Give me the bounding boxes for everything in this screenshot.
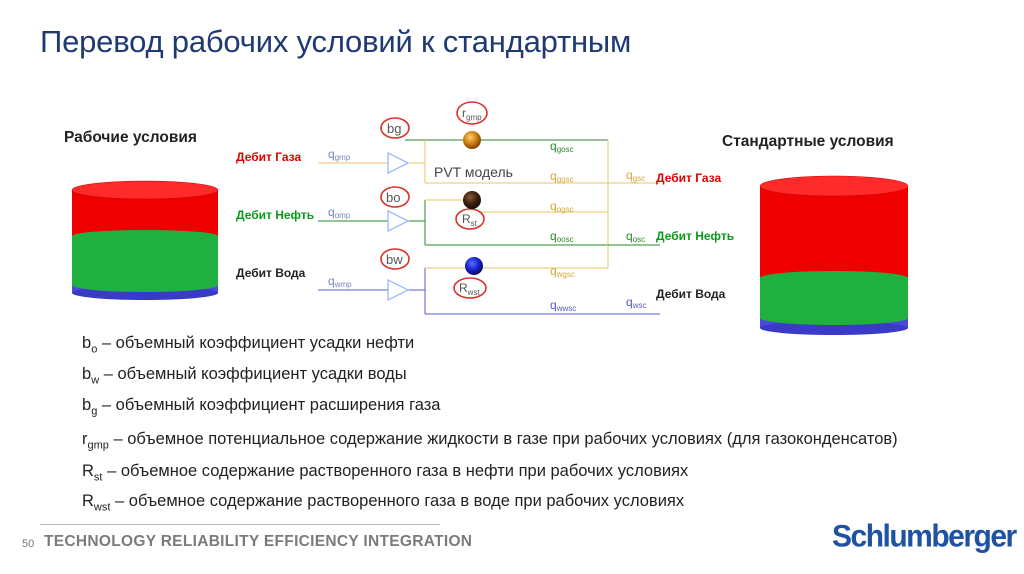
flow-label-qgsc: qgsc	[626, 168, 645, 183]
factor-rwst-label: Rwst	[459, 281, 480, 297]
legend-row-rwst: Rwst – объемное содержание растворенного…	[82, 492, 685, 514]
legend-row-bo: bo – объемный коэффициент усадки нефти	[82, 334, 415, 356]
flow-label-qgmp: qgmp	[328, 147, 351, 162]
flow-label-qomp: qomp	[328, 205, 351, 220]
flow-label-qosc: qosc	[626, 229, 645, 244]
gas-sphere	[463, 131, 481, 149]
flow-label-qwmp: qwmp	[328, 274, 352, 289]
pvt-triangles	[387, 152, 410, 301]
footer-tagline: TECHNOLOGY RELIABILITY EFFICIENCY INTEGR…	[44, 533, 473, 550]
left-rate-water: Дебит Вода	[236, 266, 306, 280]
right-rate-water: Дебит Вода	[656, 287, 726, 301]
right-rate-oil: Дебит Нефть	[656, 229, 734, 243]
footer-divider	[40, 524, 440, 525]
flow-label-qwsc: qwsc	[626, 295, 646, 310]
legend-row-rst: Rst – объемное содержание растворенного …	[82, 462, 689, 484]
left-reservoir-cylinder	[71, 180, 219, 300]
right-heading: Стандартные условия	[722, 133, 894, 150]
page-number: 50	[22, 538, 35, 550]
legend-row-rgmp: rgmp – объемное потенциальное содержание…	[82, 430, 898, 452]
branch-label-qgosc: qgosc	[550, 139, 574, 154]
branch-label-qwwsc: qwwsc	[550, 298, 576, 313]
legend-row-bg: bg – объемный коэффициент расширения газ…	[82, 396, 441, 418]
branch-label-qwgsc: qwgsc	[550, 264, 575, 279]
factor-bw-label: bw	[386, 252, 403, 267]
schlumberger-logo: Schlumberger	[832, 519, 1017, 554]
factor-ovals	[380, 101, 488, 299]
left-heading: Рабочие условия	[64, 129, 197, 146]
legend-row-bw: bw – объемный коэффициент усадки воды	[82, 365, 407, 387]
factor-bo-label: bo	[386, 190, 400, 205]
water-sphere	[465, 257, 483, 275]
right-reservoir-cylinder	[759, 175, 909, 335]
left-rate-gas: Дебит Газа	[236, 150, 301, 164]
pvt-flow-diagram: bg bo bw rgmp Rst Rwst PVT модель qgmp q…	[71, 101, 909, 335]
right-rate-gas: Дебит Газа	[656, 171, 721, 185]
branch-label-qggsc: qggsc	[550, 169, 574, 184]
branch-label-qogsc: qogsc	[550, 199, 574, 214]
slide-title: Перевод рабочих условий к стандартным	[40, 24, 632, 59]
pvt-model-label: PVT модель	[434, 164, 513, 180]
factor-rst-label: Rst	[462, 212, 478, 228]
oil-sphere	[463, 191, 481, 209]
left-rate-oil: Дебит Нефть	[236, 208, 314, 222]
flow-lines	[318, 139, 660, 315]
branch-label-qoosc: qoosc	[550, 229, 574, 244]
factor-rgmp-label: rgmp	[462, 106, 482, 122]
factor-bg-label: bg	[387, 121, 401, 136]
